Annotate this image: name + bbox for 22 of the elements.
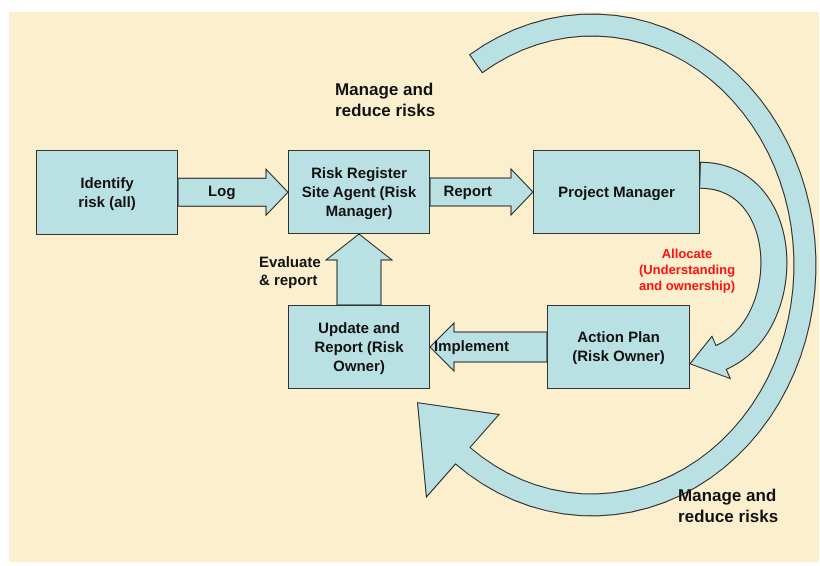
box-label: Identify risk (all) xyxy=(77,174,137,212)
edge-label: Log xyxy=(208,183,236,202)
block-arrow xyxy=(430,168,534,216)
process-box xyxy=(547,305,690,389)
edge-label: Allocate (Understanding and ownership) xyxy=(638,246,736,294)
process-box xyxy=(288,305,430,389)
block-arrow xyxy=(689,162,788,380)
box-label: Action Plan (Risk Owner) xyxy=(571,328,666,366)
block-arrow xyxy=(324,233,394,306)
edge-label: Evaluate & report xyxy=(259,254,322,290)
process-box xyxy=(533,150,700,234)
edge-label: Report xyxy=(444,183,492,201)
edge-label: Implement xyxy=(434,338,510,356)
block-arrow xyxy=(429,322,548,372)
note-text: Manage and reduce risks xyxy=(678,485,780,527)
box-label: Project Manager xyxy=(558,182,675,202)
process-box xyxy=(288,150,430,234)
note-text: Manage and reduce risks xyxy=(335,79,436,121)
process-box xyxy=(36,150,178,235)
box-label: Risk Register Site Agent (Risk Manager) xyxy=(300,164,418,220)
block-arrow xyxy=(178,168,289,216)
box-label: Update and Report (Risk Owner) xyxy=(313,318,405,376)
